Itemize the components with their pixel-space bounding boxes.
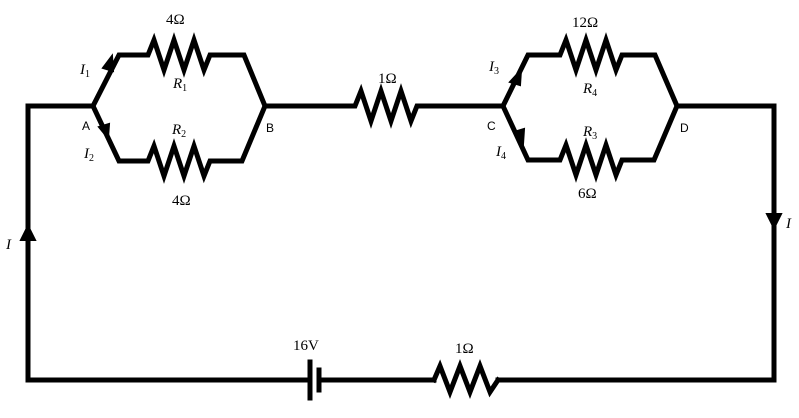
arrow-i4-icon (512, 127, 526, 147)
branch-top-left (89, 32, 269, 110)
wire-right-loop (495, 103, 777, 383)
label-r4-name: R4 (582, 81, 597, 99)
node-label-b: B (266, 121, 274, 135)
label-battery-value: 16V (293, 338, 319, 354)
label-r3-value: 6Ω (578, 186, 597, 202)
label-i-left: I (5, 237, 12, 253)
label-r1-value: 4Ω (166, 12, 185, 28)
node-label-d: D (680, 121, 689, 135)
branch-top-right (499, 32, 681, 110)
label-i3: I3 (488, 59, 499, 77)
label-i4: I4 (495, 144, 506, 162)
arrow-i3-icon (508, 67, 523, 87)
resistor-middle (262, 83, 506, 129)
arrow-i-right-icon (765, 213, 783, 231)
arrow-i2-icon (97, 122, 111, 141)
label-r3-name: R3 (582, 124, 597, 142)
label-i-right: I (785, 216, 792, 232)
label-r4-value: 12Ω (572, 15, 598, 31)
label-i2: I2 (83, 146, 94, 164)
arrow-i1-icon (101, 53, 115, 73)
label-r1-name: R1 (172, 76, 187, 94)
node-label-a: A (82, 119, 90, 133)
resistor-bottom (430, 359, 502, 399)
label-r2-name: R2 (171, 122, 186, 140)
wire-left-loop (25, 103, 310, 383)
label-r-bottom-value: 1Ω (455, 341, 474, 357)
node-label-c: C (487, 119, 496, 133)
arrow-i-left-icon (19, 223, 37, 241)
label-r2-value: 4Ω (172, 193, 191, 209)
label-i1: I1 (79, 62, 90, 80)
branch-bottom-left (89, 102, 269, 184)
label-r-middle-value: 1Ω (378, 71, 397, 87)
branch-bottom-right (499, 102, 681, 183)
